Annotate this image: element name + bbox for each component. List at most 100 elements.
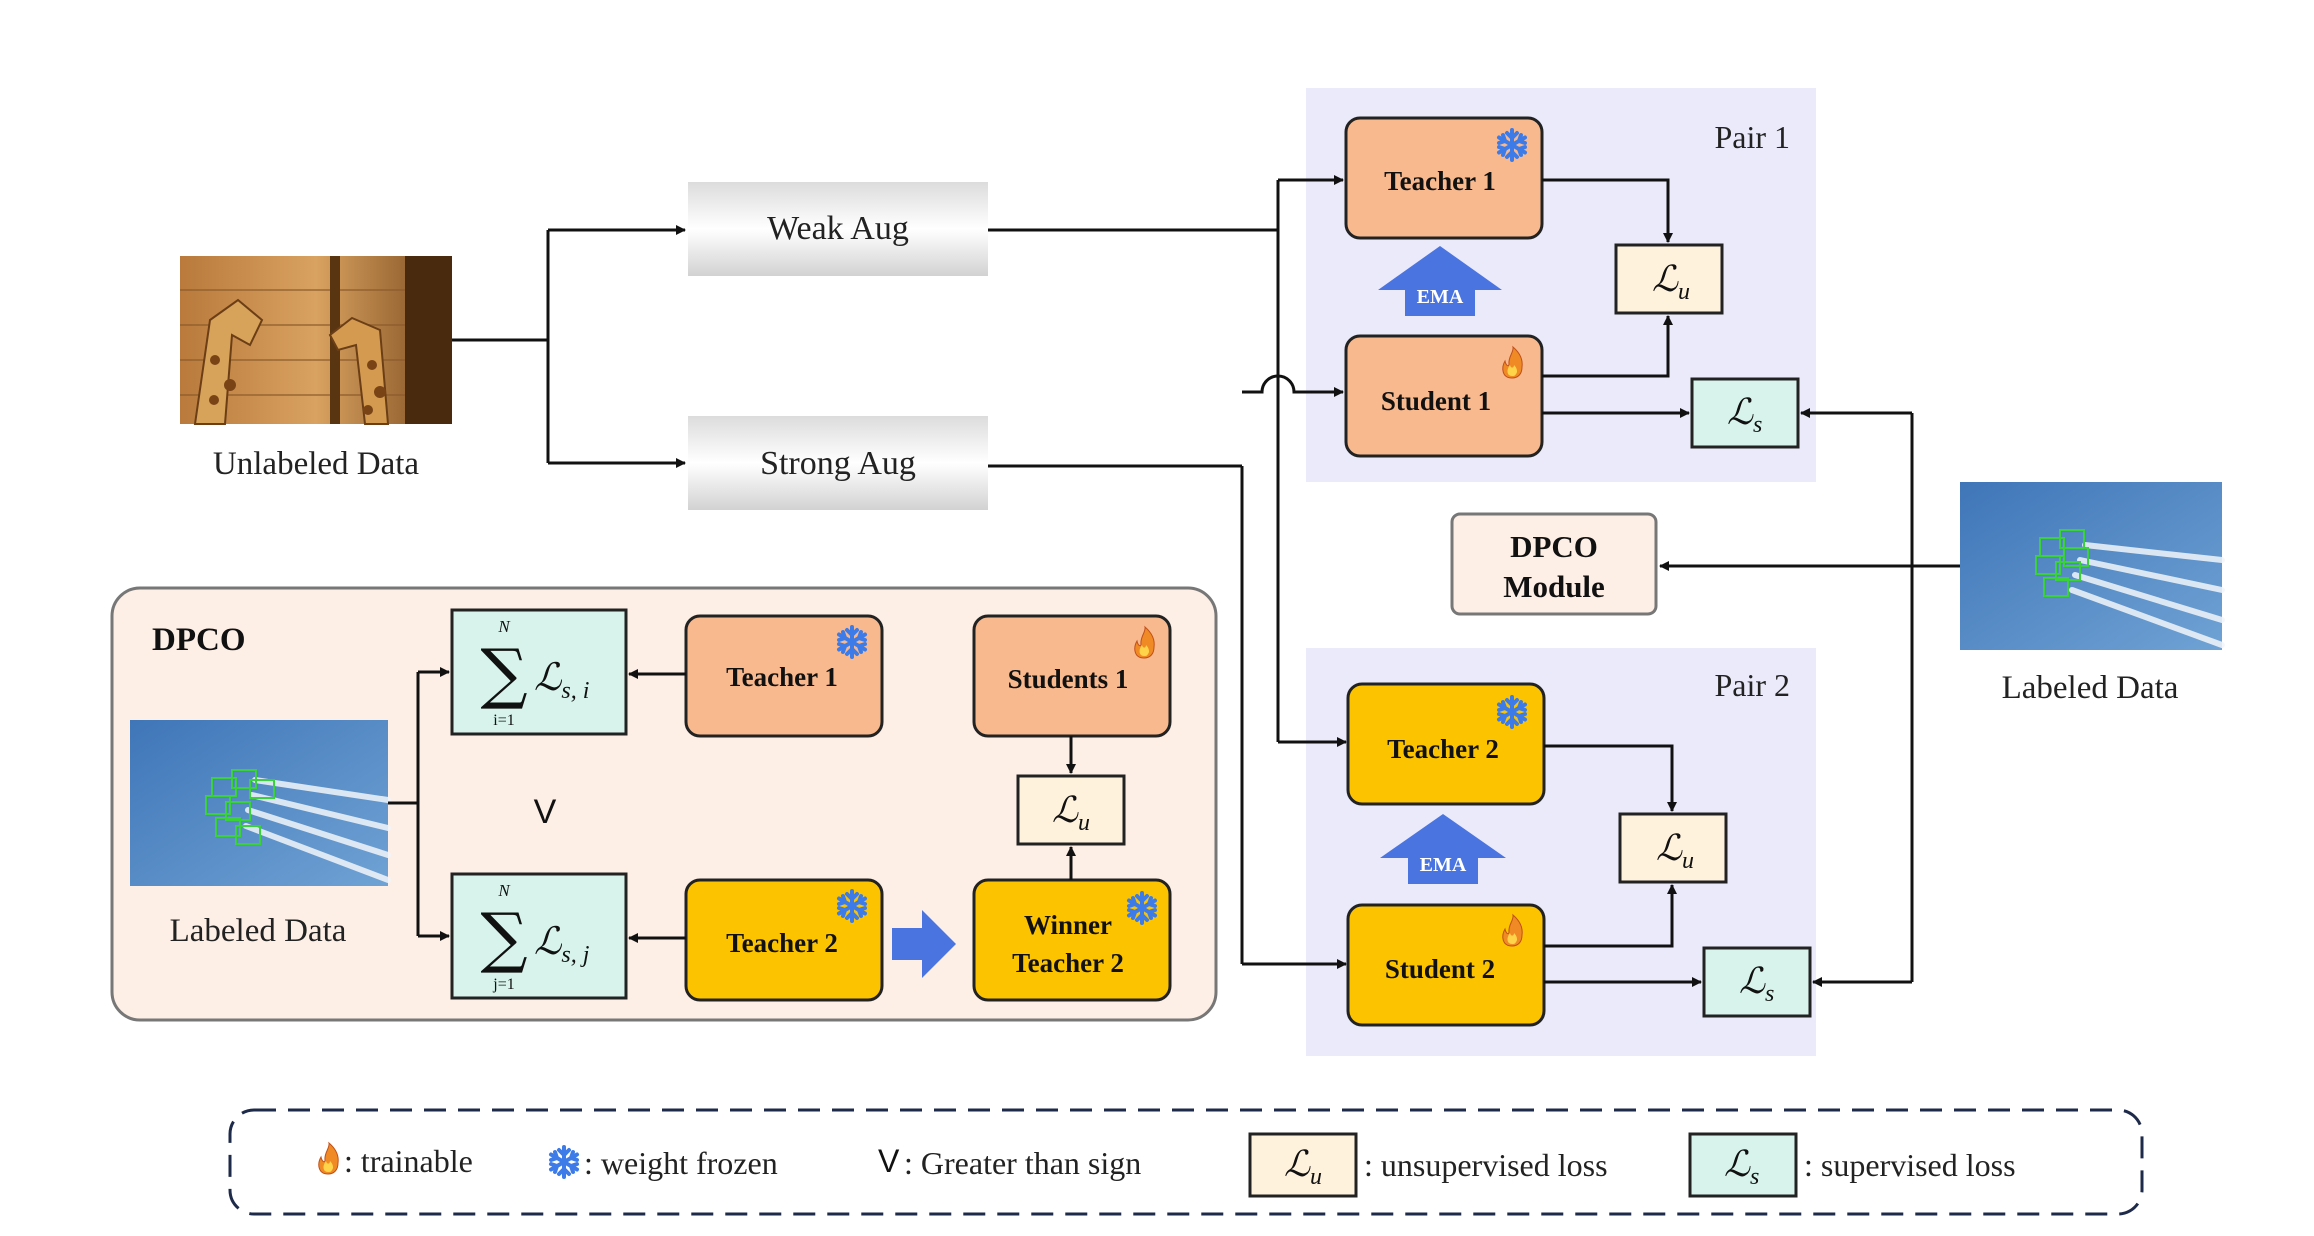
- pair2-loss-u-box: ℒu: [1618, 812, 1728, 884]
- svg-text:ℒs, j: ℒs, j: [534, 921, 590, 968]
- pair1-title: Pair 1: [1714, 119, 1790, 155]
- sum1-lower: i=1: [493, 712, 514, 729]
- legend-frozen-label: : weight frozen: [584, 1145, 778, 1181]
- pair2-ema-arrow: EMA: [1380, 814, 1506, 884]
- weak-aug-arrows: [988, 175, 1347, 747]
- pair1-loss-s-box: ℒs: [1690, 377, 1800, 449]
- sum1-symbol: ℒ: [534, 657, 563, 699]
- sum2-sub: s, j: [561, 942, 589, 968]
- legend-unsup-item: ℒu : unsupervised loss: [1248, 1132, 1608, 1198]
- svg-text:ℒu: ℒu: [1652, 259, 1690, 305]
- snowflake-icon: [549, 1145, 579, 1179]
- legend-v-symbol: V: [878, 1143, 900, 1179]
- pair2-internal-arrows: [1544, 744, 1702, 987]
- pair1-ema-label: EMA: [1417, 286, 1464, 308]
- unlabeled-image: [180, 256, 452, 425]
- dpco-teacher2-label: Teacher 2: [726, 928, 838, 958]
- dpco-loss-u-sub: u: [1078, 810, 1090, 836]
- pair1-internal-arrows: [1542, 178, 1690, 418]
- labeled-arrows: [1659, 408, 1960, 987]
- dpco-loss-u-box: ℒu: [1016, 774, 1126, 846]
- dpco-students1-box: Students 1: [972, 614, 1172, 738]
- pair1-teacher-label: Teacher 1: [1384, 166, 1496, 196]
- pair2-loss-s-box: ℒs: [1702, 946, 1812, 1018]
- weak-aug-label: Weak Aug: [767, 210, 909, 247]
- legend-sup-label: : supervised loss: [1804, 1147, 2016, 1183]
- legend-sup-item: ℒs : supervised loss: [1688, 1132, 2016, 1198]
- winner-line1: Winner: [1024, 910, 1112, 940]
- svg-text:ℒs: ℒs: [1739, 961, 1774, 1007]
- dpco-teacher1-label: Teacher 1: [726, 662, 838, 692]
- dpco-teacher1-box: Teacher 1: [684, 614, 884, 738]
- legend-frozen-item: : weight frozen: [549, 1145, 778, 1181]
- pair2-title: Pair 2: [1714, 667, 1790, 703]
- dpco-labeled-image: [130, 720, 391, 886]
- pair2-loss-u-symbol: ℒ: [1656, 828, 1683, 868]
- svg-text:ℒs, i: ℒs, i: [534, 657, 589, 704]
- svg-text:ℒs: ℒs: [1727, 392, 1762, 438]
- pair2-loss-u-sub: u: [1682, 848, 1694, 874]
- dpco-module-box: DPCO Module: [1450, 512, 1658, 616]
- pair1-loss-s-symbol: ℒ: [1727, 392, 1754, 432]
- dpco-teacher2-box: Teacher 2: [684, 878, 884, 1002]
- legend-sup-symbol: ℒ: [1724, 1144, 1751, 1184]
- winner-line2: Teacher 2: [1012, 948, 1124, 978]
- pair2-student-box: Student 2: [1346, 903, 1546, 1027]
- sum2-lower: j=1: [492, 976, 514, 993]
- dpco-module-line1: DPCO: [1510, 529, 1598, 564]
- legend-trainable-item: : trainable: [318, 1142, 473, 1179]
- legend-unsup-symbol: ℒ: [1284, 1144, 1311, 1184]
- sum2-symbol: ℒ: [534, 921, 563, 963]
- dpco-internal-arrows: [388, 667, 1076, 943]
- strong-aug-arrows: [988, 374, 1347, 969]
- legend-unsup-sub: u: [1310, 1164, 1322, 1190]
- strong-aug-label: Strong Aug: [760, 445, 916, 482]
- svg-text:ℒu: ℒu: [1052, 790, 1090, 836]
- legend-unsup-label: : unsupervised loss: [1364, 1147, 1608, 1183]
- sum1-upper: N: [497, 617, 511, 636]
- sum-box-2: N ∑ j=1 ℒs, j: [450, 872, 628, 1000]
- pair2-teacher-label: Teacher 2: [1387, 734, 1499, 764]
- sum-box-1: N ∑ i=1 ℒs, i: [450, 608, 628, 736]
- legend-trainable-label: : trainable: [344, 1143, 473, 1179]
- legend-greater-label: : Greater than sign: [904, 1145, 1141, 1181]
- dpco-loss-u-symbol: ℒ: [1052, 790, 1079, 830]
- labeled-caption: Labeled Data: [2002, 670, 2179, 706]
- pair1-loss-s-sub: s: [1753, 412, 1762, 438]
- legend-greater-item: V : Greater than sign: [878, 1143, 1141, 1181]
- svg-text:ℒu: ℒu: [1284, 1144, 1322, 1190]
- pair2-teacher-box: Teacher 2: [1346, 682, 1546, 806]
- weak-aug-box: Weak Aug: [688, 182, 988, 276]
- dpco-module-line2: Module: [1503, 569, 1605, 604]
- pair2-ema-label: EMA: [1420, 854, 1467, 876]
- sum1-sigma: ∑: [480, 635, 527, 712]
- pair1-loss-u-sub: u: [1678, 279, 1690, 305]
- pair2-student-label: Student 2: [1385, 954, 1495, 984]
- sum2-upper: N: [497, 881, 511, 900]
- input-arrows: [452, 225, 686, 468]
- winner-arrow: [892, 910, 956, 978]
- pair1-loss-u-box: ℒu: [1614, 243, 1724, 315]
- svg-text:ℒs: ℒs: [1724, 1144, 1759, 1190]
- svg-text:ℒu: ℒu: [1656, 828, 1694, 874]
- pair1-student-label: Student 1: [1381, 386, 1491, 416]
- dpco-labeled-caption: Labeled Data: [170, 913, 347, 949]
- legend-sup-sub: s: [1750, 1164, 1759, 1190]
- pair2-loss-s-symbol: ℒ: [1739, 961, 1766, 1001]
- sum2-sigma: ∑: [480, 899, 527, 976]
- dpco-winner-box: Winner Teacher 2: [972, 878, 1172, 1002]
- strong-aug-box: Strong Aug: [688, 416, 988, 510]
- sum1-sub: s, i: [561, 678, 589, 704]
- dpco-panel: [110, 586, 1218, 1022]
- legend-box: [228, 1108, 2144, 1216]
- compare-sign: V: [534, 793, 557, 831]
- dpco-title: DPCO: [152, 622, 246, 658]
- labeled-image: [1960, 482, 2225, 650]
- flame-icon: [318, 1142, 339, 1175]
- pair2-loss-s-sub: s: [1765, 981, 1774, 1007]
- pair1-student-box: Student 1: [1344, 334, 1544, 458]
- dpco-students1-label: Students 1: [1008, 664, 1129, 694]
- pair1-teacher-box: Teacher 1: [1344, 116, 1544, 240]
- pair1-ema-arrow: EMA: [1378, 246, 1502, 316]
